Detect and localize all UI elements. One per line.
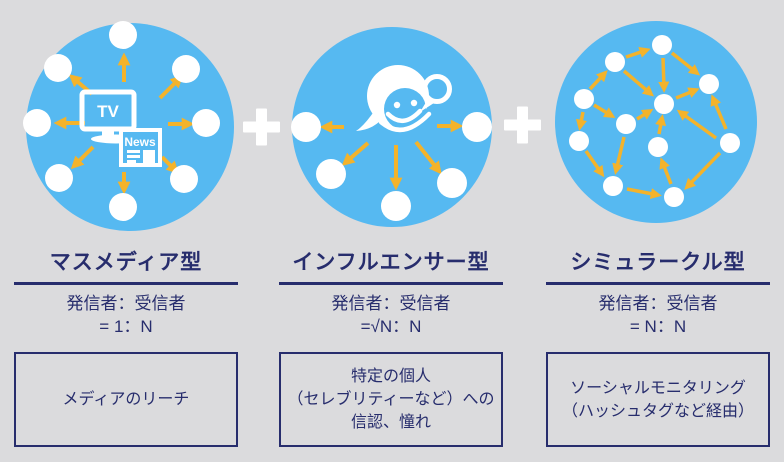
mesh-node bbox=[699, 74, 719, 94]
receiver-dots bbox=[291, 112, 492, 221]
column-mass-media: マスメディア型 発信者：受信者 = 1：N メディアのリーチ bbox=[14, 246, 238, 447]
ratio-value: =√N：N bbox=[360, 317, 422, 336]
description-line: メディアのリーチ bbox=[62, 391, 190, 408]
description-line: 信認、憧れ bbox=[350, 414, 431, 431]
receiver-dot bbox=[437, 168, 467, 198]
svg-text:News: News bbox=[124, 135, 156, 149]
description-line: ソーシャルモニタリング bbox=[570, 379, 746, 397]
ratio-text: 発信者：受信者 = 1：N bbox=[14, 292, 238, 338]
mesh-node bbox=[652, 35, 672, 55]
mesh-arrows bbox=[575, 46, 728, 200]
three-model-diagram: TV News bbox=[23, 21, 757, 231]
receiver-dot bbox=[316, 159, 346, 189]
mesh-node bbox=[603, 176, 623, 196]
column-title: シミュラークル型 bbox=[546, 246, 770, 285]
mesh-node bbox=[605, 52, 625, 72]
mesh-node bbox=[574, 89, 594, 109]
simulacre-circle-group bbox=[555, 21, 757, 223]
receiver-dot bbox=[109, 21, 137, 49]
column-title: マスメディア型 bbox=[14, 246, 238, 285]
ratio-text: 発信者：受信者 = N：N bbox=[546, 292, 770, 338]
receiver-dot bbox=[109, 193, 137, 221]
receiver-dot bbox=[192, 109, 220, 137]
receiver-dot bbox=[170, 165, 198, 193]
ratio-value: = 1：N bbox=[99, 317, 153, 336]
plus-icon bbox=[243, 108, 280, 146]
plus-icon bbox=[504, 106, 541, 144]
receiver-dot bbox=[462, 112, 492, 142]
influencer-arrows bbox=[319, 119, 464, 191]
description-box: メディアのリーチ bbox=[14, 352, 238, 447]
influencer-face-icon bbox=[356, 65, 452, 133]
description-box: ソーシャルモニタリング （ハッシュタグなど経由） bbox=[546, 352, 770, 447]
column-simulacre: シミュラークル型 発信者：受信者 = N：N ソーシャルモニタリング （ハッシュ… bbox=[546, 246, 770, 447]
receiver-dot bbox=[23, 109, 51, 137]
description-line: （セレブリティーなど）への bbox=[287, 391, 495, 408]
svg-text:TV: TV bbox=[97, 102, 119, 121]
receiver-dot bbox=[44, 54, 72, 82]
ratio-label: 発信者：受信者 bbox=[66, 294, 186, 313]
receiver-dot bbox=[172, 55, 200, 83]
column-influencer: インフルエンサー型 発信者：受信者 =√N：N 特定の個人 （セレブリティーなど… bbox=[279, 246, 503, 447]
mesh-node bbox=[648, 137, 668, 157]
influencer-circle-group bbox=[291, 27, 492, 227]
mesh-node bbox=[569, 131, 589, 151]
mesh-node bbox=[720, 133, 740, 153]
receiver-dot bbox=[45, 164, 73, 192]
ratio-text: 発信者：受信者 =√N：N bbox=[279, 292, 503, 338]
ratio-label: 発信者：受信者 bbox=[598, 294, 718, 313]
description-box: 特定の個人 （セレブリティーなど）への 信認、憧れ bbox=[279, 352, 503, 447]
newspaper-icon: News bbox=[119, 128, 162, 167]
receiver-dot bbox=[291, 112, 321, 142]
receiver-dots bbox=[23, 21, 220, 221]
mass-media-circle-group: TV News bbox=[23, 21, 234, 231]
mesh-node bbox=[616, 114, 636, 134]
receiver-dot bbox=[381, 191, 411, 221]
mesh-node bbox=[654, 94, 674, 114]
description-line: （ハッシュタグなど経由） bbox=[561, 402, 754, 420]
ratio-label: 発信者：受信者 bbox=[331, 294, 451, 313]
mesh-nodes bbox=[569, 35, 740, 207]
description-line: 特定の個人 bbox=[350, 368, 431, 385]
speech-bubble-icon bbox=[420, 74, 452, 112]
ratio-value: = N：N bbox=[629, 317, 687, 336]
mesh-node bbox=[664, 187, 684, 207]
column-title: インフルエンサー型 bbox=[279, 246, 503, 285]
